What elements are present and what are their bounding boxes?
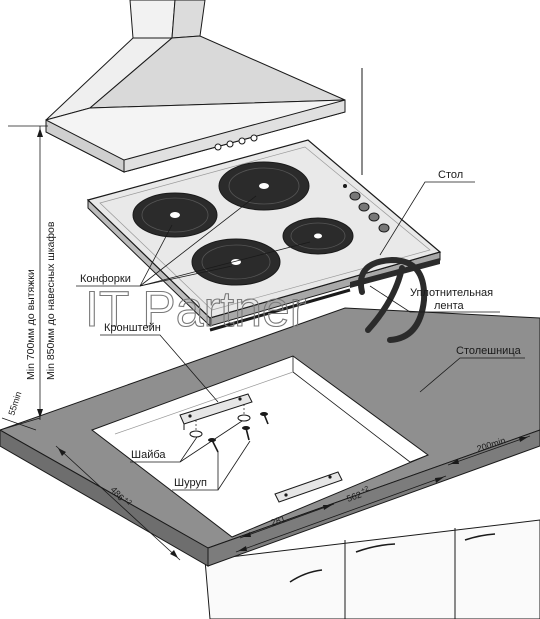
hob-knobs xyxy=(349,191,390,233)
dimension-lines xyxy=(0,125,531,561)
label-washer: Шайба xyxy=(131,449,166,461)
cabinet xyxy=(204,519,540,619)
bracket-bottom xyxy=(274,471,343,503)
label-table: Стол xyxy=(438,169,463,181)
leader-lines xyxy=(76,181,525,491)
range-hood xyxy=(45,0,346,173)
label-bracket: Кронштейн xyxy=(104,322,161,334)
screw-1 xyxy=(208,438,219,453)
dim-depth-min: 55min xyxy=(6,390,23,416)
dim-hood-height-line1: Min 700мм до вытяжки xyxy=(25,269,37,380)
hood-button-1 xyxy=(214,143,222,151)
dim-cutout-length: 562 +2 xyxy=(345,485,370,504)
hood-button-3 xyxy=(238,137,246,145)
burner-front-left xyxy=(191,238,281,286)
dim-cutout-width-tol: +2 xyxy=(122,496,133,507)
washer-1 xyxy=(189,430,203,438)
label-countertop: Столешница xyxy=(456,345,522,357)
burner-front-right xyxy=(282,217,354,255)
hood-button-4 xyxy=(250,134,258,142)
watermark: IT Partner xyxy=(84,256,428,343)
label-seal-line2: лента xyxy=(434,300,465,312)
washer-2 xyxy=(237,414,251,422)
dim-cutout-length-value: 562 xyxy=(345,489,363,504)
label-burners: Конфорки xyxy=(80,273,131,285)
dim-hood-height-line2: Min 850мм до навесных шкафов xyxy=(45,221,57,380)
dim-bracket-spacing: 281 xyxy=(269,513,287,528)
watermark-logo xyxy=(357,256,428,343)
dim-cutout-length-tol: +2 xyxy=(360,485,370,494)
hood-button-2 xyxy=(226,140,234,148)
bracket-assembly xyxy=(179,393,343,503)
screw-3 xyxy=(260,412,269,425)
label-seal-line1: Уплотнительная xyxy=(410,287,493,299)
watermark-text: IT Partner xyxy=(85,281,306,337)
burner-back-right xyxy=(218,161,310,211)
hob-indicator xyxy=(343,184,347,188)
screw-2 xyxy=(242,426,250,441)
burner-back-left xyxy=(132,192,218,238)
bracket-top xyxy=(179,393,253,425)
seal-strip xyxy=(209,258,440,332)
label-screw: Шуруп xyxy=(174,477,207,489)
